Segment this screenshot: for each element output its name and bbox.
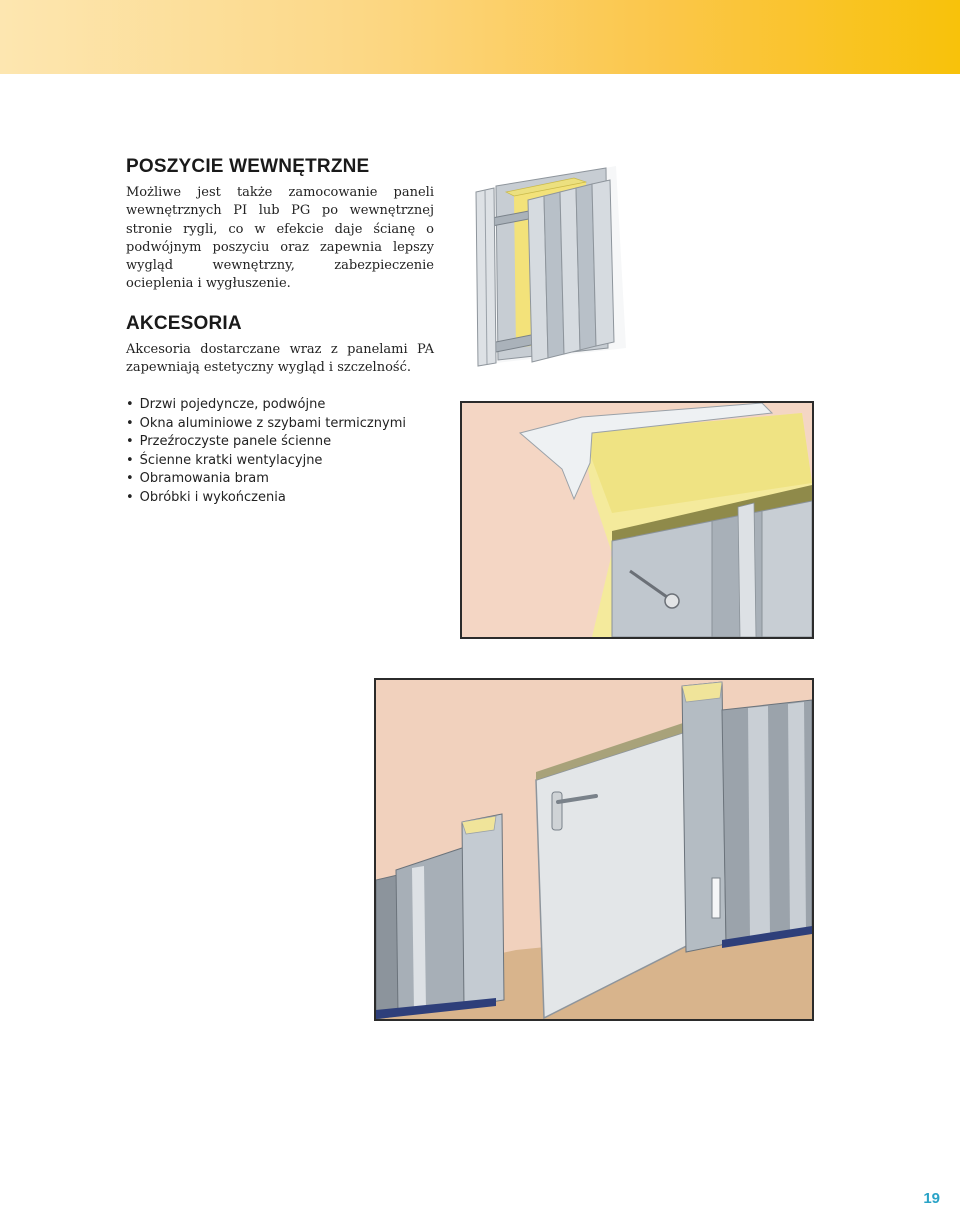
double-cladding-illustration bbox=[466, 148, 652, 380]
list-item: Przeźroczyste panele ścienne bbox=[126, 433, 406, 452]
double-cladding-drawing bbox=[475, 166, 626, 367]
list-item: Okna aluminiowe z szybami termicznymi bbox=[126, 415, 406, 434]
section-title-interior-cladding: POSZYCIE WEWNĘTRZNE bbox=[126, 156, 370, 177]
list-item: Ścienne kratki wentylacyjne bbox=[126, 452, 406, 471]
section-body-accessories: Akcesoria dostarczane wraz z panelami PA… bbox=[126, 342, 434, 376]
header-band bbox=[0, 0, 960, 74]
list-item: Obróbki i wykończenia bbox=[126, 489, 406, 508]
door-frame-drawing bbox=[376, 680, 812, 1019]
accessories-list: Drzwi pojedyncze, podwójne Okna aluminio… bbox=[126, 396, 406, 508]
section-title-accessories: AKCESORIA bbox=[126, 313, 242, 334]
page-number: 19 bbox=[923, 1190, 940, 1207]
section-body-interior-cladding: Możliwe jest także zamocowanie paneli we… bbox=[126, 185, 434, 292]
flashing-detail-illustration bbox=[460, 401, 814, 639]
door-frame-illustration bbox=[374, 678, 814, 1021]
list-item: Obramowania bram bbox=[126, 470, 406, 489]
list-item: Drzwi pojedyncze, podwójne bbox=[126, 396, 406, 415]
flashing-detail-drawing bbox=[462, 403, 812, 637]
